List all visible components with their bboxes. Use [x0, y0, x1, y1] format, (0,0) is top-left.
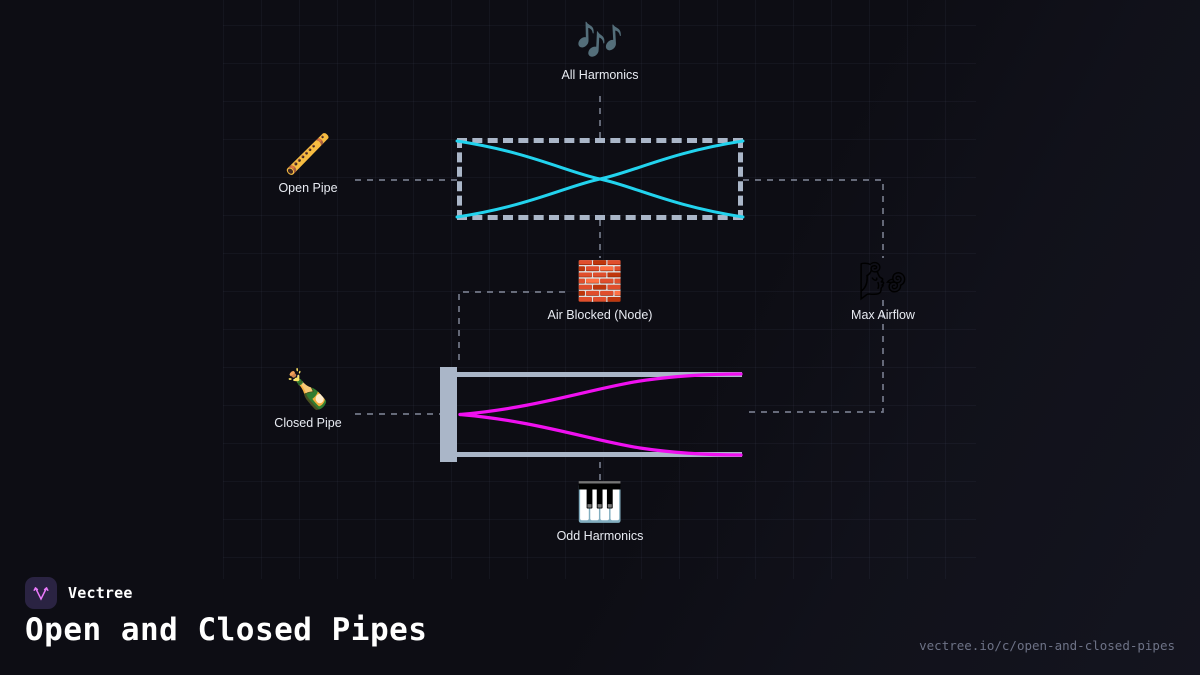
open-pipe-wall-top [457, 138, 743, 143]
node-label-max-airflow: Max Airflow [851, 308, 915, 322]
node-label-open-pipe: Open Pipe [278, 181, 338, 195]
footer: Vectree Open and Closed Pipes vectree.io… [0, 560, 1200, 675]
page-url: vectree.io/c/open-and-closed-pipes [919, 638, 1175, 653]
node-label-air-blocked: Air Blocked (Node) [547, 308, 653, 322]
page-title: Open and Closed Pipes [25, 612, 428, 648]
closed-pipe-wave-upper [458, 372, 743, 417]
brand-name: Vectree [68, 584, 133, 602]
closed-pipe-standing-wave [458, 372, 743, 457]
wind-face-icon: 🌬 [858, 259, 908, 303]
open-pipe-wall-bottom [457, 215, 743, 220]
closed-pipe-diagram [440, 367, 743, 462]
node-label-odd-harmonics: Odd Harmonics [556, 529, 644, 543]
closed-pipe-wave-lower [458, 412, 743, 457]
node-closed-pipe[interactable]: 🍾 Closed Pipe [233, 366, 383, 430]
flute-icon: 🪈 [284, 132, 332, 176]
node-max-airflow[interactable]: 🌬 Max Airflow [808, 258, 958, 322]
open-pipe-wall-left [457, 138, 462, 220]
brick-wall-icon: 🧱 [576, 259, 624, 303]
vectree-logo-icon [25, 577, 57, 609]
closed-pipe-closed-end [440, 367, 457, 462]
node-label-all-harmonics: All Harmonics [561, 68, 639, 82]
open-pipe-standing-wave [455, 139, 745, 219]
node-odd-harmonics[interactable]: 🎹 Odd Harmonics [525, 479, 675, 543]
node-all-harmonics[interactable]: 🎶 All Harmonics [525, 18, 675, 82]
open-pipe-diagram [455, 138, 745, 220]
open-pipe-wave-lower [455, 139, 745, 219]
node-label-closed-pipe: Closed Pipe [274, 416, 342, 430]
node-air-blocked[interactable]: 🧱 Air Blocked (Node) [525, 258, 675, 322]
champagne-bottle-icon: 🍾 [284, 367, 332, 411]
closed-pipe-wall-top [457, 372, 742, 377]
open-pipe-wall-right [738, 138, 743, 220]
musical-notes-icon: 🎶 [576, 19, 624, 63]
closed-pipe-wall-bottom [457, 452, 742, 457]
brand[interactable]: Vectree [25, 577, 133, 609]
musical-keyboard-icon: 🎹 [576, 480, 624, 524]
node-open-pipe[interactable]: 🪈 Open Pipe [233, 131, 383, 195]
